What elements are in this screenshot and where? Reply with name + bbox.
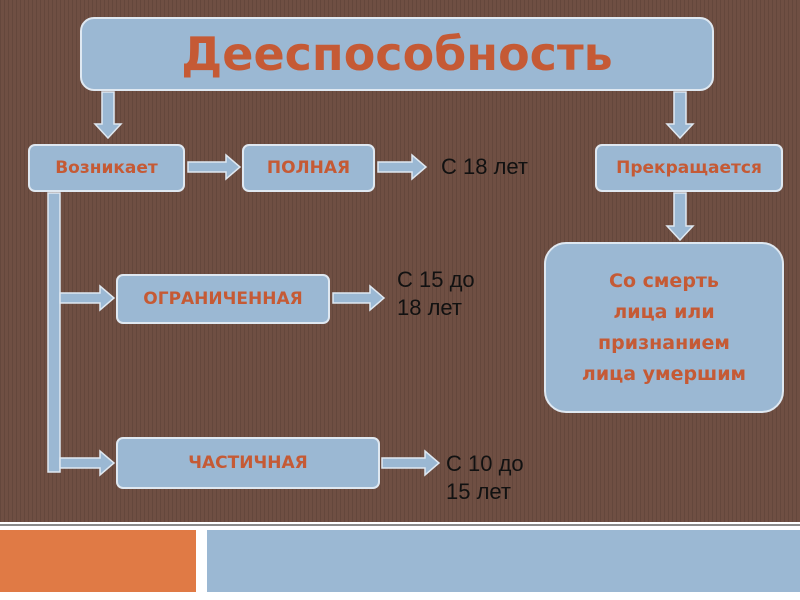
arrow-partial-to-age [381, 449, 441, 477]
stem-arises [47, 192, 61, 473]
arrow-ceases-to-detail [665, 192, 695, 242]
node-partial: ЧАСТИЧНАЯ [116, 437, 380, 489]
age-limited-line: 18 лет [397, 295, 463, 320]
arrow-stem-to-partial [59, 449, 116, 477]
ceases-detail-line: признанием [598, 331, 730, 354]
node-limited: ОГРАНИЧЕННАЯ [116, 274, 330, 324]
connector-arrows [47, 91, 695, 477]
age-limited-line: С 15 до [397, 267, 475, 292]
age-partial: С 10 до 15 лет [446, 450, 524, 506]
node-arises: Возникает [28, 144, 185, 192]
age-partial-line: 15 лет [446, 479, 512, 504]
arrow-title-to-arises [93, 91, 123, 140]
arrow-title-to-ceases [665, 91, 695, 140]
footer-orange-block [0, 530, 196, 592]
arrow-full-to-age [377, 153, 428, 181]
diagram-title: Дееспособность [80, 17, 714, 91]
footer-blue-block [207, 530, 800, 592]
footer-divider [0, 524, 800, 526]
diagram-canvas: Дееспособность Возникает ПОЛНАЯ Прекраща… [0, 0, 800, 522]
ceases-detail-line: лица умершим [581, 362, 747, 385]
node-full: ПОЛНАЯ [242, 144, 375, 192]
node-ceases: Прекращается [595, 144, 783, 192]
arrow-limited-to-age [332, 284, 386, 312]
arrow-stem-to-limited [59, 284, 116, 312]
ceases-detail-line: Со смерть [609, 269, 719, 292]
age-limited: С 15 до 18 лет [397, 266, 475, 322]
arrow-arises-to-full [187, 153, 242, 181]
node-ceases-detail: Со смерть лица или признанием лица умерш… [544, 242, 784, 413]
ceases-detail-line: лица или [613, 300, 715, 323]
age-partial-line: С 10 до [446, 451, 524, 476]
age-full: С 18 лет [441, 154, 529, 179]
